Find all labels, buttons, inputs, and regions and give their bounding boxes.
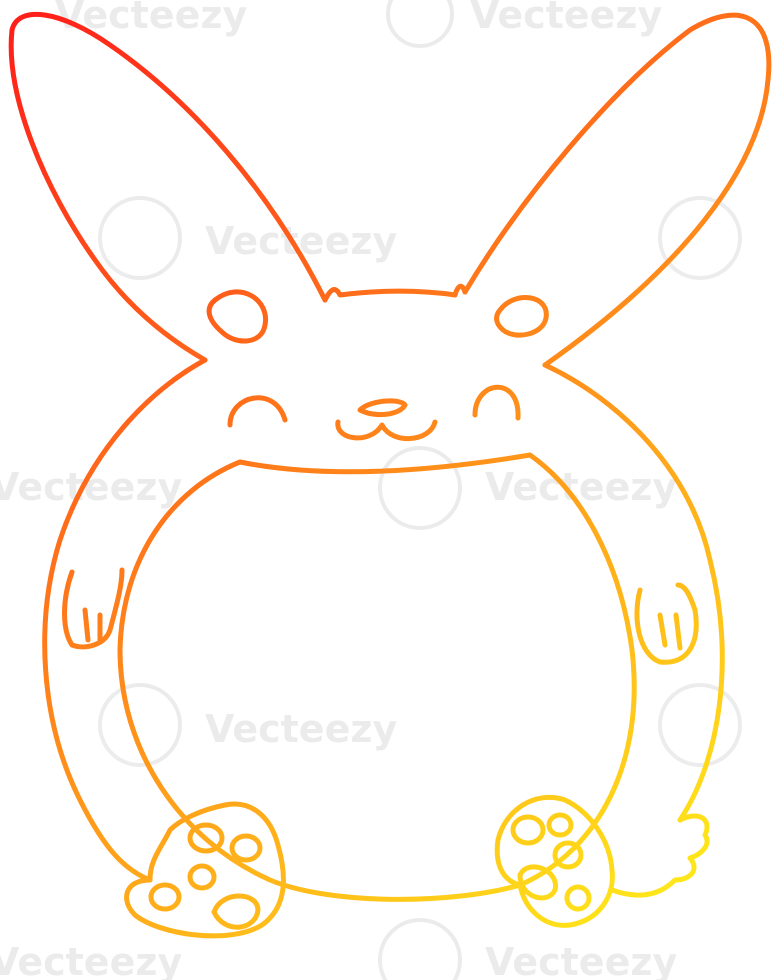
watermark-row-1: Vecteezy Vecteezy	[55, 0, 662, 48]
left-toe-pad-3	[148, 882, 182, 912]
watermark-row-3: Vecteezy Vecteezy	[0, 446, 677, 530]
left-foot	[124, 801, 286, 939]
left-ear-hole	[206, 289, 268, 344]
watermark-text: Vecteezy	[0, 940, 182, 980]
body-outline	[42, 357, 725, 883]
right-foot	[494, 794, 615, 928]
left-arm	[62, 567, 125, 650]
left-eye	[227, 395, 288, 428]
right-toe-pad-2	[552, 840, 584, 870]
right-arm	[634, 582, 699, 665]
nose	[357, 398, 408, 418]
watermark-row-4: Vecteezy	[98, 683, 742, 767]
watermark-text: Vecteezy	[485, 465, 677, 509]
watermark-text: Vecteezy	[470, 0, 662, 37]
left-paw-pad	[211, 893, 261, 930]
right-toe-pad-1	[510, 814, 546, 846]
right-toe-pad-3	[546, 812, 574, 838]
left-ear	[8, 11, 328, 363]
right-ear	[462, 12, 772, 368]
watermark-text: Vecteezy	[485, 940, 677, 980]
right-toe-pad-4	[564, 884, 592, 912]
right-ear-hole	[494, 295, 549, 338]
mouth	[335, 419, 438, 441]
head-top	[322, 283, 468, 303]
watermark-row-2: Vecteezy	[98, 196, 742, 280]
right-paw-pad	[517, 864, 558, 901]
watermark-text: Vecteezy	[205, 707, 397, 751]
right-eye	[472, 384, 521, 421]
rabbit-outline	[8, 11, 772, 939]
watermark-layer: Vecteezy Vecteezy Vecteezy Vecteezy Vect…	[0, 0, 742, 980]
left-toe-pad-4	[187, 863, 217, 891]
left-toe-pad-1	[187, 822, 225, 854]
watermark-row-5: Vecteezy Vecteezy	[0, 918, 677, 980]
tail	[609, 813, 710, 898]
left-toe-pad-2	[229, 833, 263, 863]
